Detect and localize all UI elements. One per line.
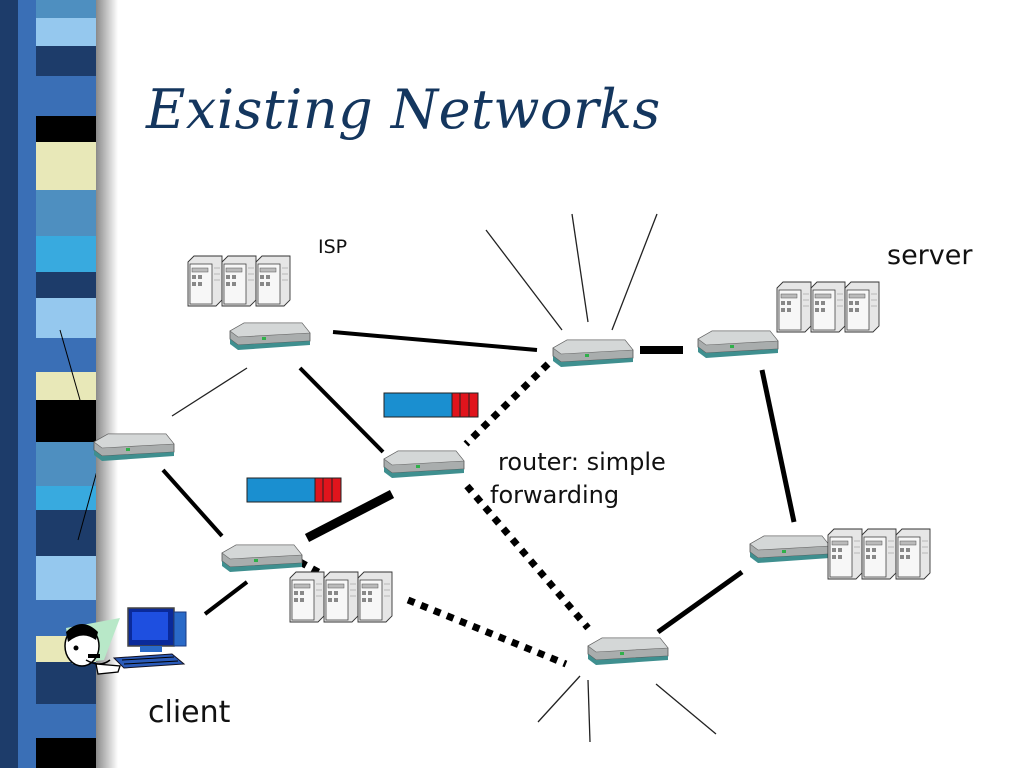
page-title: Existing Networks	[146, 78, 661, 141]
router-icon	[229, 322, 311, 351]
router-icon	[697, 330, 779, 359]
router-icon	[93, 433, 175, 462]
server-rack-icon	[776, 281, 880, 333]
stripe-shadow	[96, 0, 118, 768]
router-icon	[587, 637, 669, 666]
server-rack-icon	[187, 255, 291, 307]
isp-label: ISP	[318, 236, 348, 258]
router-icon	[383, 450, 465, 479]
desktop-computer-icon	[112, 607, 187, 669]
thin-links	[171, 213, 717, 743]
server-label: server	[887, 240, 973, 271]
router-label-line-1: router: simple	[498, 448, 666, 476]
decorative-stripe	[0, 0, 96, 768]
client-label: client	[148, 695, 231, 730]
packet-queue-icon	[383, 392, 479, 418]
router-label-line-2: forwarding	[490, 481, 620, 509]
router-icon	[552, 339, 634, 368]
router-icon	[749, 535, 831, 564]
solid-links	[161, 330, 797, 635]
client-person-icon	[64, 618, 121, 675]
packet-queue-icon	[246, 477, 342, 503]
router-forwarding-label: router: simple forwarding	[490, 446, 690, 512]
server-rack-icon	[827, 528, 931, 580]
server-rack-icon	[289, 571, 393, 623]
router-icon	[221, 544, 303, 573]
